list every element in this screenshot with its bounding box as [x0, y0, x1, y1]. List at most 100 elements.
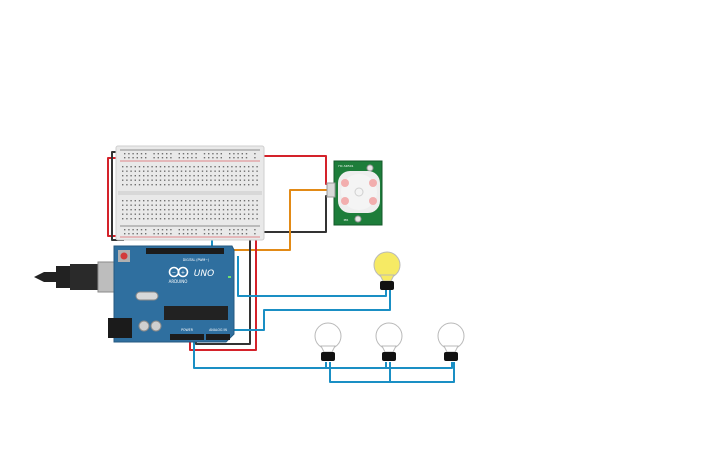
breadboard-hole[interactable] — [216, 153, 218, 155]
breadboard-hole[interactable] — [155, 218, 157, 220]
breadboard-hole[interactable] — [197, 170, 199, 172]
breadboard-hole[interactable] — [212, 229, 214, 231]
breadboard-hole[interactable] — [201, 200, 204, 202]
breadboard-hole[interactable] — [178, 153, 180, 155]
breadboard-hole[interactable] — [180, 175, 183, 177]
breadboard-hole[interactable] — [124, 233, 126, 235]
breadboard-hole[interactable] — [128, 233, 130, 235]
breadboard-hole[interactable] — [134, 175, 136, 177]
breadboard-hole[interactable] — [235, 179, 237, 181]
breadboard-hole[interactable] — [138, 218, 141, 220]
breadboard-hole[interactable] — [138, 213, 141, 215]
breadboard-hole[interactable] — [235, 166, 237, 168]
breadboard-hole[interactable] — [155, 213, 157, 215]
breadboard-hole[interactable] — [212, 153, 214, 155]
breadboard-hole[interactable] — [143, 200, 145, 202]
breadboard-hole[interactable] — [182, 229, 185, 231]
breadboard-hole[interactable] — [239, 179, 241, 181]
breadboard-hole[interactable] — [176, 175, 178, 177]
breadboard-hole[interactable] — [180, 179, 183, 181]
breadboard-hole[interactable] — [243, 209, 246, 211]
power-jack[interactable] — [108, 318, 132, 338]
wire-black-pir-gnd[interactable] — [258, 195, 334, 233]
breadboard-hole[interactable] — [231, 218, 233, 220]
breadboard-hole[interactable] — [145, 153, 147, 155]
breadboard-hole[interactable] — [172, 184, 174, 186]
breadboard-hole[interactable] — [170, 157, 172, 159]
breadboard-hole[interactable] — [159, 209, 162, 211]
breadboard-hole[interactable] — [147, 213, 149, 215]
breadboard-hole[interactable] — [252, 179, 254, 181]
breadboard-hole[interactable] — [252, 170, 254, 172]
breadboard-hole[interactable] — [151, 170, 153, 172]
breadboard-hole[interactable] — [214, 175, 216, 177]
breadboard-hole[interactable] — [176, 213, 178, 215]
breadboard-hole[interactable] — [193, 204, 195, 206]
breadboard-hole[interactable] — [229, 233, 231, 235]
breadboard-hole[interactable] — [243, 218, 246, 220]
breadboard-hole[interactable] — [201, 175, 204, 177]
breadboard-hole[interactable] — [256, 218, 258, 220]
breadboard-hole[interactable] — [189, 213, 191, 215]
breadboard-hole[interactable] — [227, 200, 229, 202]
breadboard-hole[interactable] — [256, 209, 258, 211]
breadboard-hole[interactable] — [254, 229, 256, 231]
breadboard-hole[interactable] — [180, 213, 183, 215]
breadboard-hole[interactable] — [126, 209, 128, 211]
breadboard-hole[interactable] — [235, 204, 237, 206]
breadboard-hole[interactable] — [159, 175, 162, 177]
breadboard-hole[interactable] — [182, 233, 185, 235]
breadboard-hole[interactable] — [136, 233, 138, 235]
breadboard-hole[interactable] — [218, 184, 220, 186]
breadboard-hole[interactable] — [182, 157, 185, 159]
breadboard-hole[interactable] — [231, 209, 233, 211]
breadboard-hole[interactable] — [138, 209, 141, 211]
breadboard-hole[interactable] — [151, 175, 153, 177]
breadboard-hole[interactable] — [201, 184, 204, 186]
breadboard-hole[interactable] — [210, 170, 212, 172]
breadboard-hole[interactable] — [214, 170, 216, 172]
breadboard-hole[interactable] — [201, 213, 204, 215]
breadboard-hole[interactable] — [220, 153, 222, 155]
breadboard-hole[interactable] — [195, 153, 197, 155]
breadboard-hole[interactable] — [220, 233, 222, 235]
breadboard-hole[interactable] — [180, 170, 183, 172]
breadboard-hole[interactable] — [159, 179, 162, 181]
breadboard-hole[interactable] — [128, 157, 130, 159]
breadboard-hole[interactable] — [145, 229, 147, 231]
breadboard-hole[interactable] — [254, 233, 256, 235]
breadboard-hole[interactable] — [126, 184, 128, 186]
breadboard-hole[interactable] — [227, 204, 229, 206]
breadboard-hole[interactable] — [151, 179, 153, 181]
breadboard-hole[interactable] — [159, 204, 162, 206]
breadboard-hole[interactable] — [248, 175, 250, 177]
breadboard-hole[interactable] — [132, 229, 134, 231]
breadboard-hole[interactable] — [147, 175, 149, 177]
breadboard-hole[interactable] — [128, 153, 130, 155]
breadboard-hole[interactable] — [252, 204, 254, 206]
breadboard-hole[interactable] — [161, 233, 164, 235]
breadboard-hole[interactable] — [239, 209, 241, 211]
breadboard-hole[interactable] — [147, 204, 149, 206]
breadboard-hole[interactable] — [166, 157, 168, 159]
breadboard-hole[interactable] — [227, 166, 229, 168]
breadboard-hole[interactable] — [130, 179, 132, 181]
breadboard-hole[interactable] — [189, 204, 191, 206]
breadboard-hole[interactable] — [143, 204, 145, 206]
breadboard-hole[interactable] — [203, 157, 206, 159]
breadboard-hole[interactable] — [143, 218, 145, 220]
breadboard-hole[interactable] — [140, 229, 143, 231]
digital-header[interactable] — [146, 248, 224, 254]
breadboard-hole[interactable] — [185, 175, 187, 177]
breadboard-hole[interactable] — [134, 209, 136, 211]
breadboard-hole[interactable] — [193, 218, 195, 220]
breadboard-hole[interactable] — [193, 175, 195, 177]
breadboard-hole[interactable] — [222, 218, 225, 220]
breadboard-hole[interactable] — [222, 209, 225, 211]
breadboard-hole[interactable] — [180, 209, 183, 211]
breadboard-hole[interactable] — [212, 157, 214, 159]
breadboard-hole[interactable] — [245, 229, 248, 231]
breadboard-hole[interactable] — [214, 204, 216, 206]
breadboard-hole[interactable] — [235, 175, 237, 177]
breadboard-hole[interactable] — [164, 209, 166, 211]
